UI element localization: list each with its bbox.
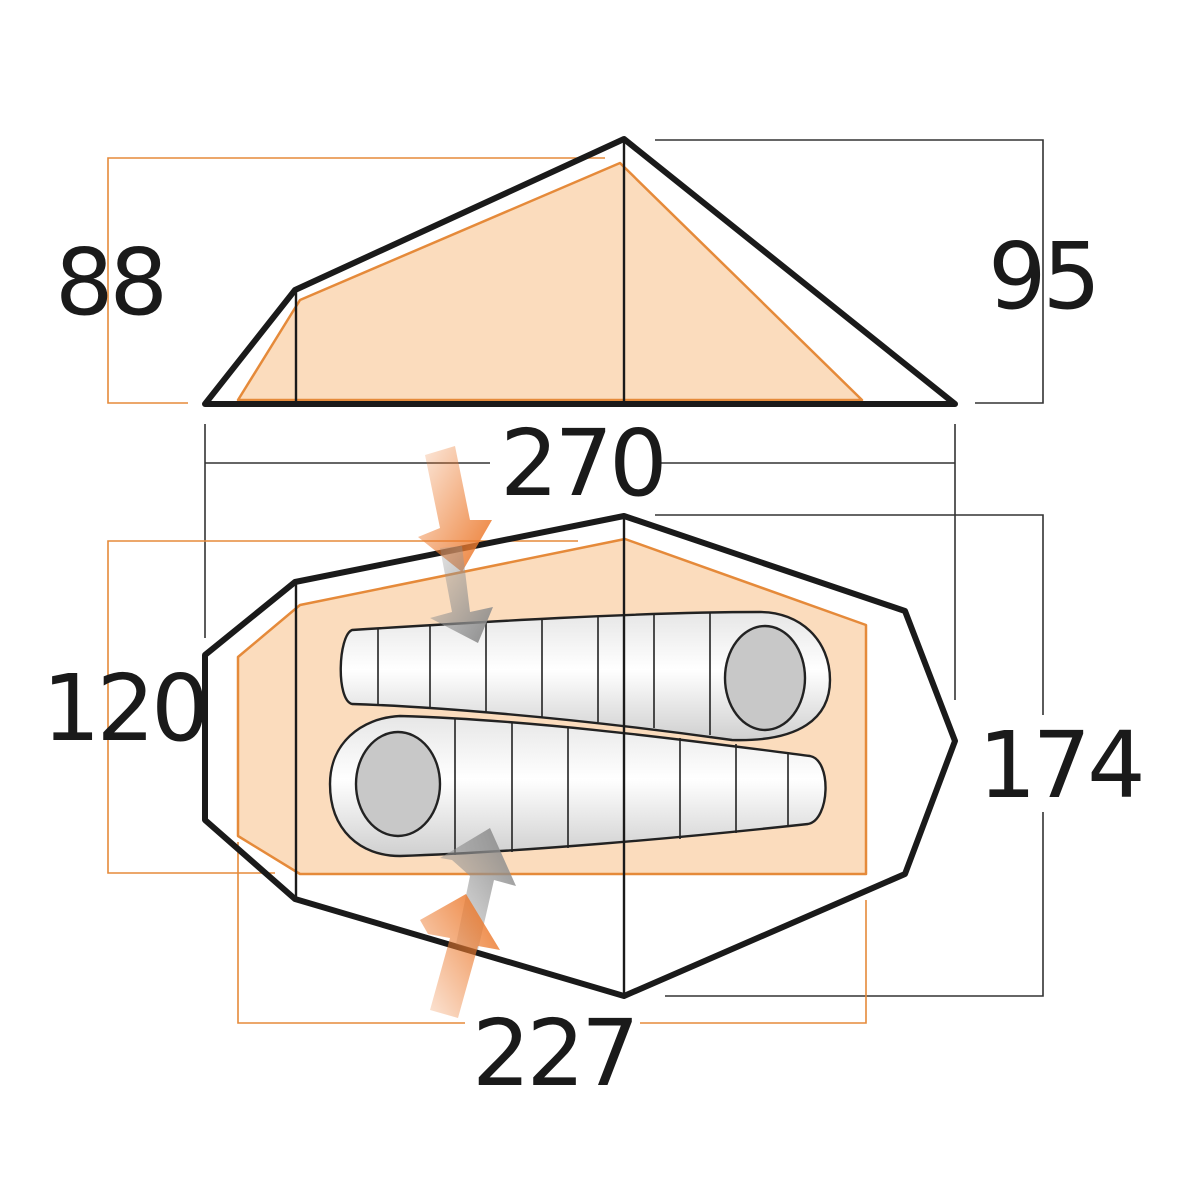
door-arrow-top xyxy=(418,446,493,643)
side-view: 88 95 xyxy=(55,136,1101,407)
inner-width-guide xyxy=(107,540,578,874)
overall-length-label: 270 xyxy=(500,410,664,517)
sleeping-bag-top-hood xyxy=(723,624,807,732)
floor-flysheet-outline xyxy=(202,513,958,999)
front-height-guide xyxy=(107,157,605,404)
outer-width-guide-top xyxy=(655,514,1044,715)
bottom-door-arrow-grey xyxy=(440,828,516,950)
sleeping-bag-top-baffles xyxy=(377,612,711,735)
sleeping-bag-top xyxy=(339,610,832,742)
front-height-label: 88 xyxy=(55,229,164,336)
sleeping-bag-top-body xyxy=(339,610,832,742)
peak-height-guide xyxy=(655,139,1044,404)
overall-length-dimension: 270 xyxy=(204,410,956,700)
door-arrow-bottom xyxy=(420,828,516,1018)
inner-length-guide-right xyxy=(640,900,867,1024)
outer-width-label: 174 xyxy=(978,712,1142,819)
inner-width-label: 120 xyxy=(42,655,206,762)
floor-plan: 120 174 227 xyxy=(42,446,1146,1107)
side-flysheet-outline xyxy=(202,136,958,407)
top-door-arrow-orange xyxy=(418,446,492,572)
sleeping-bag-bottom-body xyxy=(328,714,827,858)
bottom-door-arrow-orange xyxy=(420,894,500,1018)
top-door-arrow-grey xyxy=(430,546,493,643)
inner-length-guide-left xyxy=(237,842,465,1024)
sleeping-bag-bottom-hood xyxy=(354,730,442,838)
side-inner-tent xyxy=(236,161,864,402)
peak-height-label: 95 xyxy=(988,223,1097,330)
outer-width-guide-bottom xyxy=(665,812,1044,997)
inner-length-label: 227 xyxy=(472,1000,636,1107)
